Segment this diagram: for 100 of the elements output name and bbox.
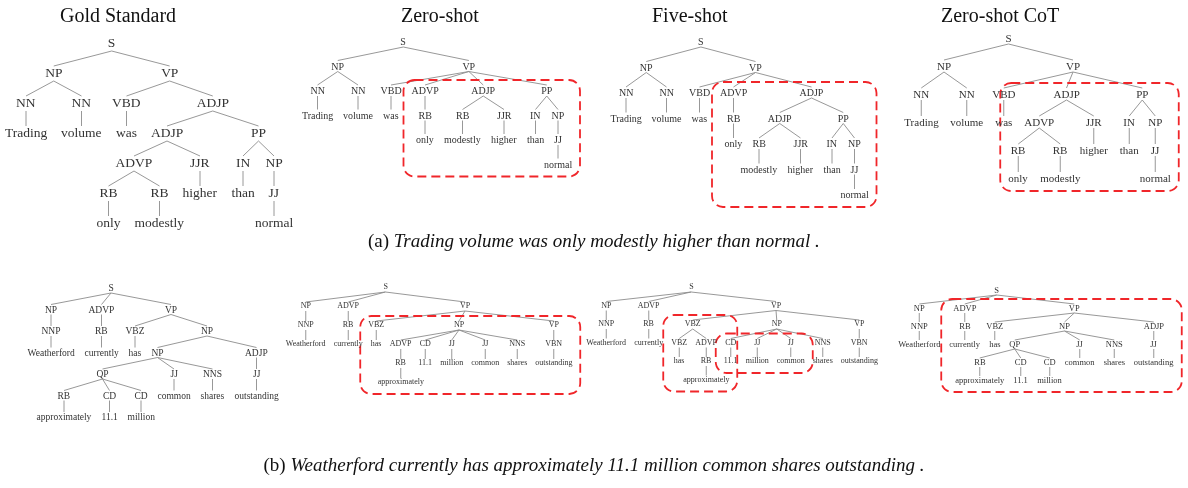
panel-title: Zero-shot — [401, 4, 479, 27]
tree-branch — [535, 120, 536, 135]
tree-branch — [53, 80, 82, 97]
word-label: has — [672, 357, 686, 366]
tree-branch — [800, 148, 801, 164]
constituent-label: RB — [1051, 144, 1069, 157]
constituent-label: VBZ — [367, 321, 386, 330]
constituent-label: S — [993, 286, 1000, 296]
word-label: Weatherford — [897, 340, 942, 350]
constituent-label: VBZ — [683, 320, 702, 329]
tree-branch — [256, 378, 257, 391]
constituent-label: NP — [912, 304, 926, 314]
tree-branch — [468, 71, 548, 86]
tree-branch — [50, 335, 52, 348]
tree-branch — [1066, 99, 1095, 117]
word-label: higher — [181, 186, 218, 201]
tree-branch — [854, 174, 855, 190]
constituent-label: NN — [309, 85, 326, 96]
tree-branch — [700, 46, 756, 62]
tree-branch — [625, 97, 627, 113]
tree-branch — [357, 95, 359, 110]
tree-branch — [858, 347, 860, 358]
constituent-label: NNS — [1104, 340, 1124, 350]
constituent-label: NP — [453, 321, 466, 330]
tree-branch — [678, 328, 694, 339]
tree-branch — [758, 148, 760, 164]
word-label: volume — [650, 112, 683, 124]
constituent-label: RB — [341, 321, 355, 330]
figure-caption: (b) Weatherford currently has approximately 11.1 million common shares outstanding . — [263, 454, 925, 476]
word-label: outstanding — [839, 357, 880, 366]
tree-branch — [535, 95, 548, 110]
tree-branch — [1072, 71, 1143, 89]
word-label: shares — [811, 357, 834, 366]
constituent-label: S — [107, 283, 115, 294]
tree-branch — [994, 330, 996, 341]
constituent-label: IN — [529, 109, 542, 121]
word-label: approximately — [35, 412, 93, 423]
tree-branch — [557, 120, 559, 135]
word-label: currently — [633, 338, 665, 348]
constituent-label: ADJP — [766, 112, 793, 124]
tree-branch — [1064, 330, 1115, 341]
constituent-label: VP — [461, 60, 477, 72]
constituent-label: JJ — [1149, 144, 1161, 157]
tree-branch — [605, 328, 607, 339]
tree-branch — [157, 357, 175, 370]
tree-branch — [424, 71, 470, 86]
tree-branch — [690, 291, 777, 302]
tree-branch — [102, 357, 158, 370]
tree-branch — [1154, 127, 1156, 145]
tree-branch — [1003, 71, 1074, 89]
tree-branch — [134, 314, 172, 327]
constituent-label: JJ — [1075, 340, 1084, 350]
constituent-label: VP — [770, 301, 783, 311]
tree-branch — [458, 329, 518, 341]
word-label: higher — [490, 134, 518, 145]
constituent-label: ADVP — [114, 156, 154, 171]
tree-branch — [705, 365, 707, 376]
tree-branch — [451, 329, 460, 341]
tree-branch — [918, 294, 998, 305]
constituent-label: ADJP — [798, 87, 825, 98]
constituent-label: RB — [726, 112, 742, 124]
tree-branch — [779, 123, 801, 139]
tree-branch — [424, 120, 426, 135]
tree-branch — [1066, 71, 1074, 89]
tree-branch — [462, 120, 463, 135]
tree-branch — [101, 335, 102, 348]
tree-branch — [553, 329, 555, 341]
constituent-label: JJ — [447, 340, 456, 349]
word-label: shares — [506, 359, 529, 368]
constituent-label: JJR — [189, 156, 211, 171]
panel-title: Zero-shot CoT — [941, 4, 1060, 27]
tree-branch — [1073, 312, 1155, 323]
constituent-label: ADVP — [410, 85, 440, 96]
word-label: only — [415, 134, 435, 145]
word-label: currently — [948, 340, 981, 350]
constituent-label: RB — [417, 109, 433, 121]
word-label: normal — [839, 189, 870, 200]
tree-branch — [110, 292, 172, 305]
tree-branch — [1141, 99, 1156, 117]
constituent-label: NP — [150, 347, 165, 358]
tree-branch — [390, 71, 470, 86]
tree-branch — [424, 95, 426, 110]
tree-branch — [730, 328, 778, 339]
tree-branch — [258, 140, 275, 157]
word-label: only — [95, 216, 122, 231]
tree-branch — [305, 291, 386, 303]
tree-branch — [605, 310, 607, 321]
constituent-label: JJ — [849, 163, 860, 175]
word-label: higher — [786, 163, 815, 175]
constituent-label: VBZ — [124, 326, 146, 337]
constituent-label: NN — [658, 87, 675, 98]
tree-branch — [111, 50, 171, 67]
constituent-label: NNP — [909, 322, 929, 332]
constituent-label: S — [399, 36, 407, 47]
tree-branch — [317, 95, 318, 110]
constituent-label: NP — [200, 326, 215, 337]
constituent-label: ADVP — [336, 302, 361, 311]
tree-branch — [424, 348, 426, 360]
constituent-label: ADJP — [150, 126, 185, 141]
constituent-label: NP — [770, 320, 783, 329]
